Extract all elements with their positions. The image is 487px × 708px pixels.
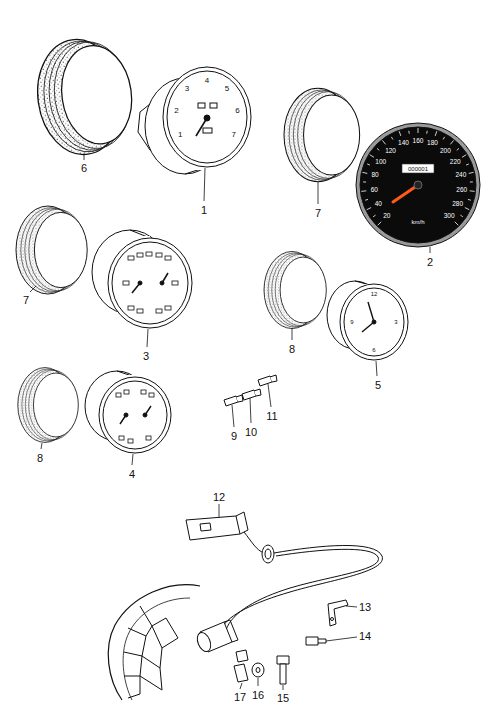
dial-number: 9 <box>350 319 353 325</box>
dial-tick <box>382 140 385 144</box>
dial-number: 60 <box>371 187 378 194</box>
dial-tick <box>450 140 453 144</box>
callout-number: 11 <box>266 411 277 422</box>
unit-label: km/h <box>411 219 424 225</box>
dial-tick <box>391 137 392 140</box>
dial-tick <box>365 199 368 201</box>
callout-number: 9 <box>231 431 237 442</box>
dial-number: 6 <box>235 107 239 115</box>
dial-number: 120 <box>385 147 396 154</box>
dial-tick <box>378 222 382 226</box>
dial-tick <box>363 181 366 182</box>
dial-number: 1 <box>178 131 182 139</box>
dial-number: 3 <box>185 85 189 93</box>
dial-number: 40 <box>375 201 382 208</box>
dial-tick <box>426 131 428 134</box>
callout-number: 15 <box>277 693 289 704</box>
dial-tick <box>470 190 475 192</box>
callout-number: 8 <box>289 344 295 355</box>
dial-number: 12 <box>371 291 378 297</box>
dial-tick <box>370 155 374 158</box>
callout-number: 5 <box>375 380 381 391</box>
dial-tick <box>443 137 444 140</box>
dial-number: 300 <box>444 213 455 220</box>
dial-number: 80 <box>371 172 378 179</box>
dial-number: 20 <box>383 213 390 220</box>
dial-number: 2 <box>174 107 178 115</box>
dial-tick <box>466 164 469 165</box>
dial-tick <box>462 155 466 158</box>
callout-number: 4 <box>129 469 135 480</box>
dial-tick <box>457 148 459 150</box>
dial-number: 100 <box>375 158 386 165</box>
dial-tick <box>470 181 473 182</box>
dial-tick <box>361 190 366 192</box>
callout-number: 10 <box>245 427 257 438</box>
dial-tick <box>377 148 379 150</box>
dial-number: 200 <box>440 147 451 154</box>
callout-number: 1 <box>201 205 207 216</box>
dial-number: 280 <box>452 201 463 208</box>
dial-number: 160 <box>413 138 424 145</box>
callout-number: 14 <box>359 631 371 642</box>
dial-number: 4 <box>205 77 209 85</box>
dial-tick <box>408 131 410 134</box>
dial-tick <box>399 131 401 136</box>
callout-number: 17 <box>234 692 246 703</box>
dial-tick <box>362 172 367 173</box>
dial-tick <box>373 215 375 217</box>
callout-number: 2 <box>427 257 433 268</box>
callout-number: 13 <box>359 602 371 613</box>
callout-number: 7 <box>315 208 321 219</box>
dial-number: 3 <box>394 319 397 325</box>
dial-number: 180 <box>427 140 438 147</box>
dial-tick <box>435 131 437 136</box>
dial-number: 6 <box>372 347 375 353</box>
callout-number: 7 <box>23 295 29 306</box>
dial-tick <box>468 199 471 201</box>
callout-number: 6 <box>81 163 87 174</box>
dial-tick <box>465 208 470 210</box>
dial-tick <box>367 164 370 165</box>
dial-tick <box>469 172 474 173</box>
dial-number: 220 <box>450 158 461 165</box>
dial-tick <box>460 215 462 217</box>
dial-tick <box>455 222 459 226</box>
callout-number: 16 <box>252 690 264 701</box>
odometer-digits: 000001 <box>408 166 428 172</box>
callout-number: 3 <box>143 351 149 362</box>
dial-number: 140 <box>398 140 409 147</box>
dial-number: 7 <box>232 131 236 139</box>
callout-number: 8 <box>37 453 43 464</box>
dial-number: 260 <box>456 187 467 194</box>
callout-number: 12 <box>213 492 225 503</box>
dial-tick <box>418 128 419 133</box>
dial-number: 5 <box>225 85 229 93</box>
dial-number: 240 <box>455 172 466 179</box>
dial-tick <box>367 208 372 210</box>
